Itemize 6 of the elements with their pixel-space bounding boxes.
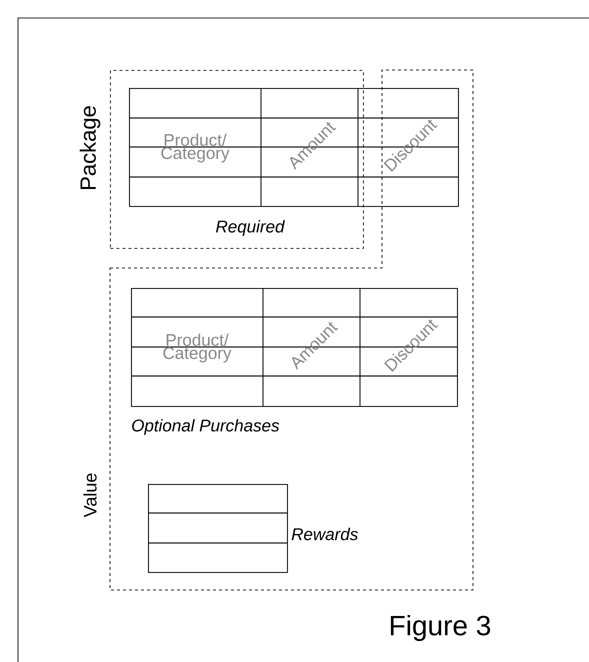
figure-caption: Figure 3	[390, 614, 490, 642]
table-caption: Rewards	[292, 528, 358, 540]
table-caption: Optional Purchases	[132, 419, 280, 435]
table	[148, 484, 288, 573]
node-label: Package	[80, 106, 100, 190]
node-label: Value	[83, 473, 97, 518]
